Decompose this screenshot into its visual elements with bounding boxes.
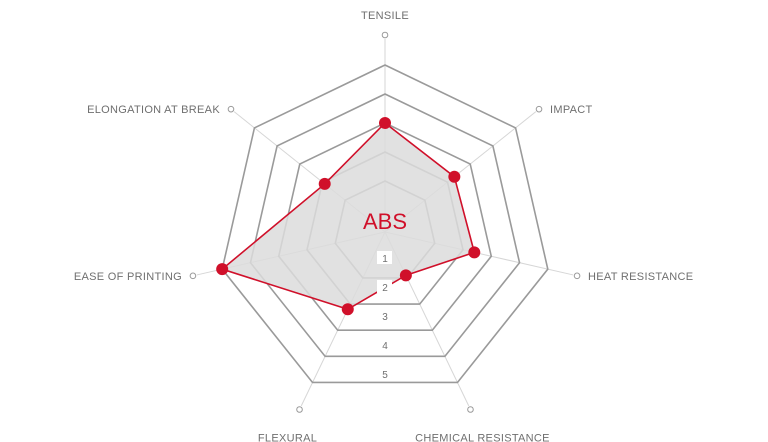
scale-tick-label: 2: [382, 283, 388, 294]
scale-tick-label: 3: [382, 312, 388, 323]
axis-marker: [381, 31, 389, 39]
axis-label: EASE OF PRINTING: [74, 271, 182, 283]
axis-marker: [573, 272, 581, 280]
series-area: [220, 121, 476, 311]
axis-label: TENSILE: [361, 10, 409, 22]
axis-marker: [467, 406, 474, 413]
axis-marker: [189, 272, 197, 280]
scale-tick-bg: [377, 280, 392, 293]
grid-ring: [221, 64, 549, 384]
scale-tick-label: 5: [382, 370, 388, 381]
scale-tick-bg: [377, 309, 392, 322]
data-point: [216, 263, 229, 276]
axis-label: FLEXURAL: [258, 432, 317, 442]
axis-marker: [535, 105, 543, 113]
data-point: [468, 246, 481, 259]
axis-marker: [227, 105, 235, 113]
scale-tick-bg: [377, 338, 392, 351]
axis-label: CHEMICAL RESISTANCE: [415, 432, 550, 442]
axis-label: ELONGATION AT BREAK: [87, 104, 220, 116]
scale-tick-bg: [377, 367, 392, 380]
scale-tick-label: 1: [382, 254, 388, 265]
axis-label: IMPACT: [550, 104, 593, 116]
grid-ring: [249, 93, 521, 358]
data-point: [379, 117, 391, 129]
scale-tick-label: 4: [382, 341, 388, 352]
axis-labels: 1 2 3 4 5 TENSILE IMPACT HEAT RESISTANCE CHEMICA…: [74, 10, 693, 442]
data-point: [448, 170, 461, 183]
data-point: [399, 269, 412, 282]
data-point: [341, 303, 354, 316]
grid-ring: [277, 122, 493, 332]
scale-tick-bg: [377, 251, 392, 264]
axis-marker: [296, 406, 303, 413]
chart-title: ABS: [363, 209, 407, 234]
series-layer: [216, 117, 481, 316]
data-point: [318, 177, 331, 190]
axis-label: HEAT RESISTANCE: [588, 271, 693, 283]
